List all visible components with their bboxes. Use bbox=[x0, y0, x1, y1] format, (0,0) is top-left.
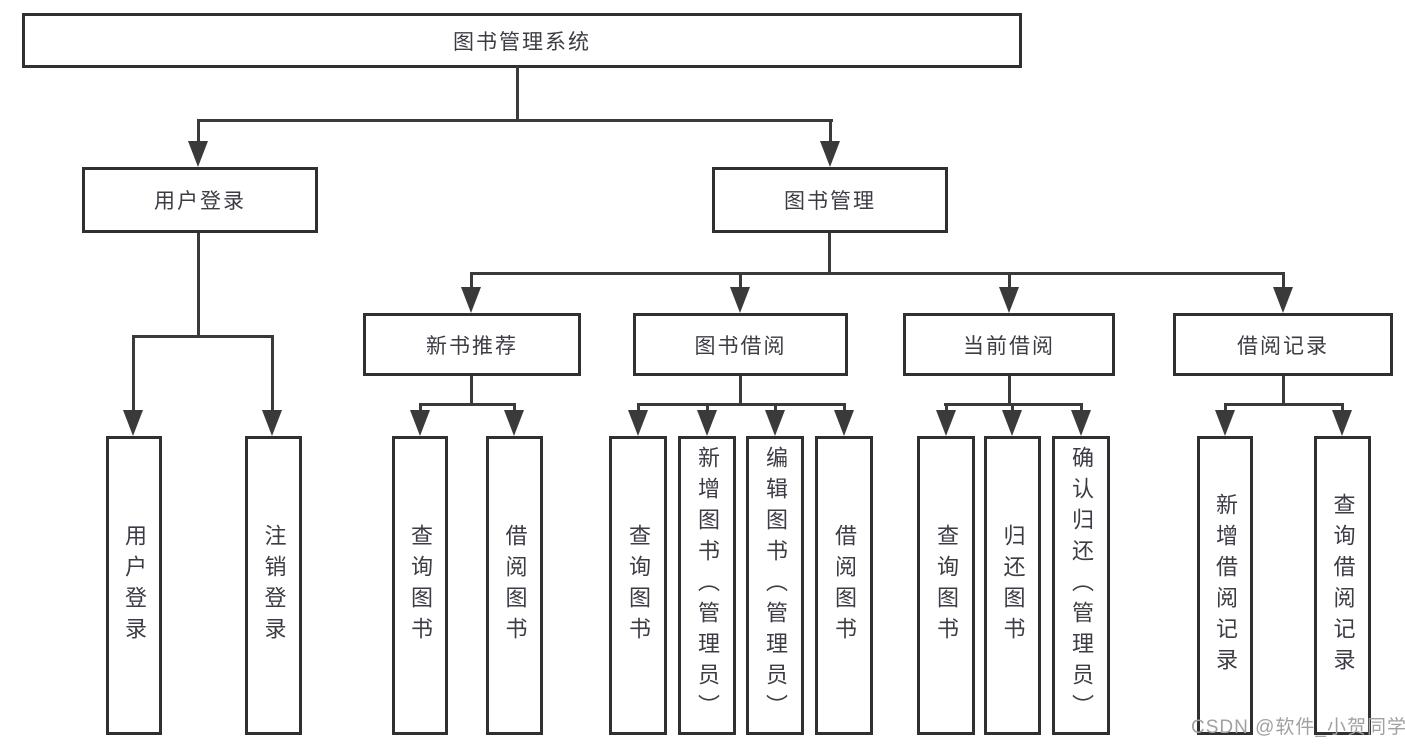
arrow-down-icon bbox=[504, 410, 524, 436]
connector-line bbox=[1011, 403, 1014, 413]
watermark: CSDN @软件_小贺同学 bbox=[1191, 717, 1405, 738]
leaf-query-book-recommend-label: 查询图书 bbox=[408, 523, 433, 648]
connector-line bbox=[1341, 403, 1344, 413]
arrow-down-icon bbox=[188, 141, 208, 167]
leaf-query-book-current-label: 查询图书 bbox=[934, 523, 959, 648]
connector-line bbox=[470, 272, 1284, 275]
arrow-down-icon bbox=[628, 410, 648, 436]
node-root: 图书管理系统 bbox=[22, 13, 1022, 68]
node-new-book-recommend-label: 新书推荐 bbox=[426, 334, 518, 358]
connector-line bbox=[1224, 403, 1227, 413]
connector-line bbox=[774, 403, 777, 413]
connector-line bbox=[513, 403, 516, 413]
connector-line bbox=[637, 403, 845, 406]
leaf-user-login-label: 用户登录 bbox=[122, 523, 147, 648]
connector-line bbox=[132, 335, 135, 412]
leaf-edit-book-admin: 编辑图书（管理员） bbox=[746, 436, 804, 735]
connector-line bbox=[706, 403, 709, 413]
leaf-query-book-recommend: 查询图书 bbox=[392, 436, 448, 735]
leaf-query-book-current: 查询图书 bbox=[917, 436, 975, 735]
arrow-down-icon bbox=[262, 410, 282, 436]
leaf-user-login: 用户登录 bbox=[106, 436, 162, 735]
connector-line bbox=[739, 272, 742, 289]
connector-line bbox=[470, 376, 473, 404]
connector-line bbox=[1080, 403, 1083, 413]
leaf-confirm-return-admin-label: 确认归还（管理员） bbox=[1069, 446, 1094, 725]
node-book-mgmt: 图书管理 bbox=[712, 167, 948, 233]
leaf-confirm-return-admin: 确认归还（管理员） bbox=[1052, 436, 1110, 735]
arrow-down-icon bbox=[1273, 287, 1293, 313]
arrow-down-icon bbox=[697, 410, 717, 436]
arrow-down-icon bbox=[1215, 410, 1235, 436]
arrow-down-icon bbox=[461, 287, 481, 313]
leaf-query-book-borrow-label: 查询图书 bbox=[626, 523, 651, 648]
node-current-borrow: 当前借阅 bbox=[903, 313, 1115, 376]
arrow-down-icon bbox=[999, 287, 1019, 313]
connector-line bbox=[516, 66, 519, 119]
leaf-edit-book-admin-label: 编辑图书（管理员） bbox=[763, 446, 788, 725]
node-user-login-label: 用户登录 bbox=[154, 190, 246, 213]
connector-line bbox=[197, 233, 200, 335]
connector-line bbox=[739, 376, 742, 404]
arrow-down-icon bbox=[123, 410, 143, 436]
connector-line bbox=[1008, 376, 1011, 404]
node-book-mgmt-label: 图书管理 bbox=[784, 190, 876, 213]
node-user-login: 用户登录 bbox=[82, 167, 318, 233]
connector-line bbox=[419, 403, 422, 413]
connector-line bbox=[828, 233, 831, 274]
leaf-query-borrow-record: 查询借阅记录 bbox=[1314, 436, 1371, 735]
leaf-query-borrow-record-label: 查询借阅记录 bbox=[1330, 492, 1356, 679]
leaf-logout: 注销登录 bbox=[245, 436, 302, 735]
node-borrow-records-label: 借阅记录 bbox=[1237, 334, 1329, 358]
arrow-down-icon bbox=[730, 287, 750, 313]
leaf-add-borrow-record-label: 新增借阅记录 bbox=[1213, 492, 1238, 679]
node-book-borrow-label: 图书借阅 bbox=[694, 334, 787, 358]
connector-line bbox=[470, 272, 473, 289]
connector-line bbox=[1282, 272, 1285, 289]
node-borrow-records: 借阅记录 bbox=[1173, 313, 1393, 376]
arrow-down-icon bbox=[834, 410, 854, 436]
leaf-return-book-label: 归还图书 bbox=[1000, 523, 1026, 648]
connector-line bbox=[1224, 403, 1343, 406]
connector-line bbox=[419, 403, 516, 406]
arrow-down-icon bbox=[936, 410, 956, 436]
leaf-logout-label: 注销登录 bbox=[261, 523, 287, 648]
arrow-down-icon bbox=[1332, 410, 1352, 436]
node-book-borrow: 图书借阅 bbox=[633, 313, 848, 376]
leaf-return-book: 归还图书 bbox=[984, 436, 1041, 735]
arrow-down-icon bbox=[1002, 410, 1022, 436]
leaf-add-book-admin-label: 新增图书（管理员） bbox=[695, 446, 720, 725]
connector-line bbox=[637, 403, 640, 413]
node-new-book-recommend: 新书推荐 bbox=[363, 313, 581, 376]
connector-line bbox=[197, 119, 833, 122]
arrow-down-icon bbox=[410, 410, 430, 436]
connector-line bbox=[1008, 272, 1011, 289]
connector-line bbox=[829, 119, 832, 145]
leaf-borrow-book-recommend-label: 借阅图书 bbox=[502, 523, 528, 648]
leaf-borrow-book-recommend: 借阅图书 bbox=[486, 436, 543, 735]
node-current-borrow-label: 当前借阅 bbox=[963, 334, 1055, 358]
leaf-add-borrow-record: 新增借阅记录 bbox=[1197, 436, 1253, 735]
leaf-query-book-borrow: 查询图书 bbox=[609, 436, 667, 735]
connector-line bbox=[1282, 376, 1285, 404]
leaf-add-book-admin: 新增图书（管理员） bbox=[678, 436, 736, 735]
leaf-borrow-book-label: 借阅图书 bbox=[832, 523, 857, 648]
leaf-borrow-book: 借阅图书 bbox=[815, 436, 873, 735]
connector-line bbox=[843, 403, 846, 413]
arrow-down-icon bbox=[765, 410, 785, 436]
node-root-label: 图书管理系统 bbox=[453, 30, 591, 54]
connector-line bbox=[132, 335, 273, 338]
arrow-down-icon bbox=[1071, 410, 1091, 436]
connector-line bbox=[945, 403, 948, 413]
connector-line bbox=[197, 119, 200, 145]
arrow-down-icon bbox=[820, 141, 840, 167]
connector-line bbox=[271, 335, 274, 412]
